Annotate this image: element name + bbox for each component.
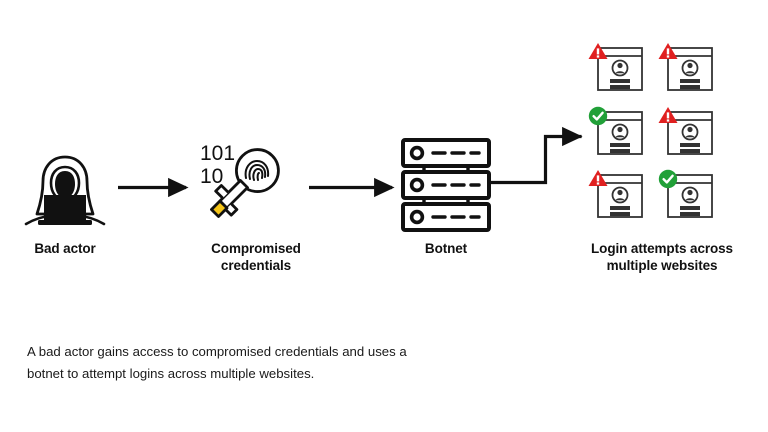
login-window — [656, 40, 714, 98]
warning-triangle-icon — [658, 43, 678, 59]
arrow-botnet-to-logins — [490, 126, 583, 185]
login-label-line1: Login attempts across — [591, 241, 733, 256]
login-window — [586, 40, 644, 98]
caption-line-1: A bad actor gains access to compromised … — [27, 344, 407, 359]
server-unit-top — [401, 138, 491, 168]
server-unit-middle — [401, 170, 491, 200]
bad-actor-icon — [22, 148, 108, 232]
warning-triangle-icon — [588, 43, 608, 59]
botnet-icon — [400, 136, 492, 236]
server-unit-bottom — [401, 202, 491, 232]
login-attempts-label: Login attempts across multiple websites — [556, 240, 768, 274]
binary-text-101: 101 — [200, 142, 235, 165]
creds-label-line2: credentials — [220, 258, 292, 273]
caption-line-2: botnet to attempt logins across multiple… — [27, 366, 315, 381]
login-window — [586, 167, 644, 225]
creds-label-line1: Compromised — [211, 241, 301, 256]
check-circle-icon — [658, 169, 678, 189]
botnet-label: Botnet — [424, 241, 468, 256]
compromised-credentials-icon: 101 10 — [198, 138, 308, 234]
warning-triangle-icon — [658, 107, 678, 123]
login-window — [656, 104, 714, 162]
binary-text-10: 10 — [200, 165, 223, 188]
login-window — [656, 167, 714, 225]
key-tip-highlight — [210, 199, 229, 218]
warning-triangle-icon — [588, 170, 608, 186]
bad-actor-label: Bad actor — [34, 241, 96, 256]
compromised-credentials-label: Compromised credentials — [188, 240, 324, 274]
check-circle-icon — [588, 106, 608, 126]
login-label-line2: multiple websites — [606, 258, 718, 273]
diagram-caption: A bad actor gains access to compromised … — [27, 341, 547, 385]
login-window-grid — [586, 40, 714, 220]
login-window — [586, 104, 644, 162]
